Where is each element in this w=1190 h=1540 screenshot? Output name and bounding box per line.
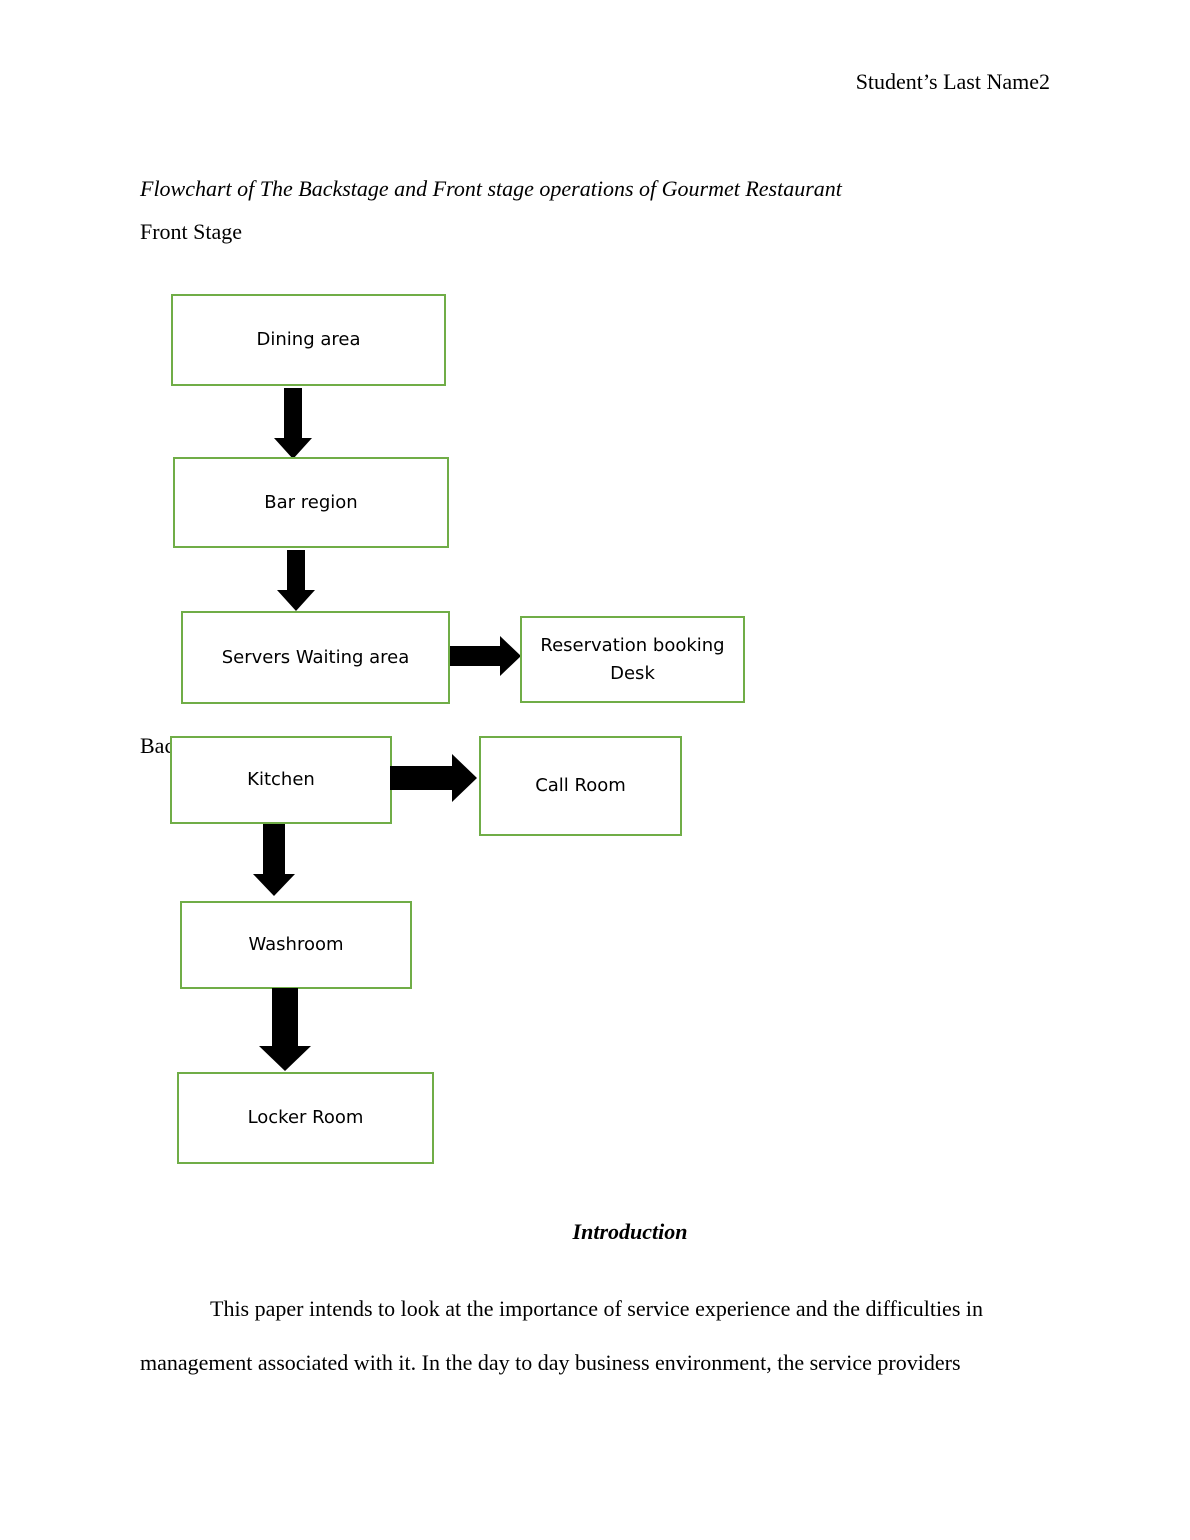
box-call-room: Call Room [479,736,682,836]
running-head: Student’s Last Name2 [855,69,1050,94]
arrow-down-icon [259,988,311,1071]
arrow-right-icon [450,636,521,676]
box-dining-area: Dining area [171,294,446,386]
introduction-paragraph: This paper intends to look at the import… [140,1296,983,1375]
arrow-down-icon [274,388,312,459]
arrow-down-icon [253,824,295,896]
box-locker-room: Locker Room [177,1072,434,1164]
arrow-down-icon [277,550,315,611]
box-bar-region: Bar region [173,457,449,548]
arrow-right-icon [390,754,477,802]
figure-caption: Flowchart of The Backstage and Front sta… [140,176,842,201]
box-reservation-booking-desk: Reservation booking Desk [520,616,745,703]
box-washroom: Washroom [180,901,412,989]
front-stage-label: Front Stage [140,219,243,244]
introduction-heading: Introduction [572,1219,688,1244]
box-kitchen: Kitchen [170,736,392,824]
box-servers-waiting-area: Servers Waiting area [181,611,450,704]
